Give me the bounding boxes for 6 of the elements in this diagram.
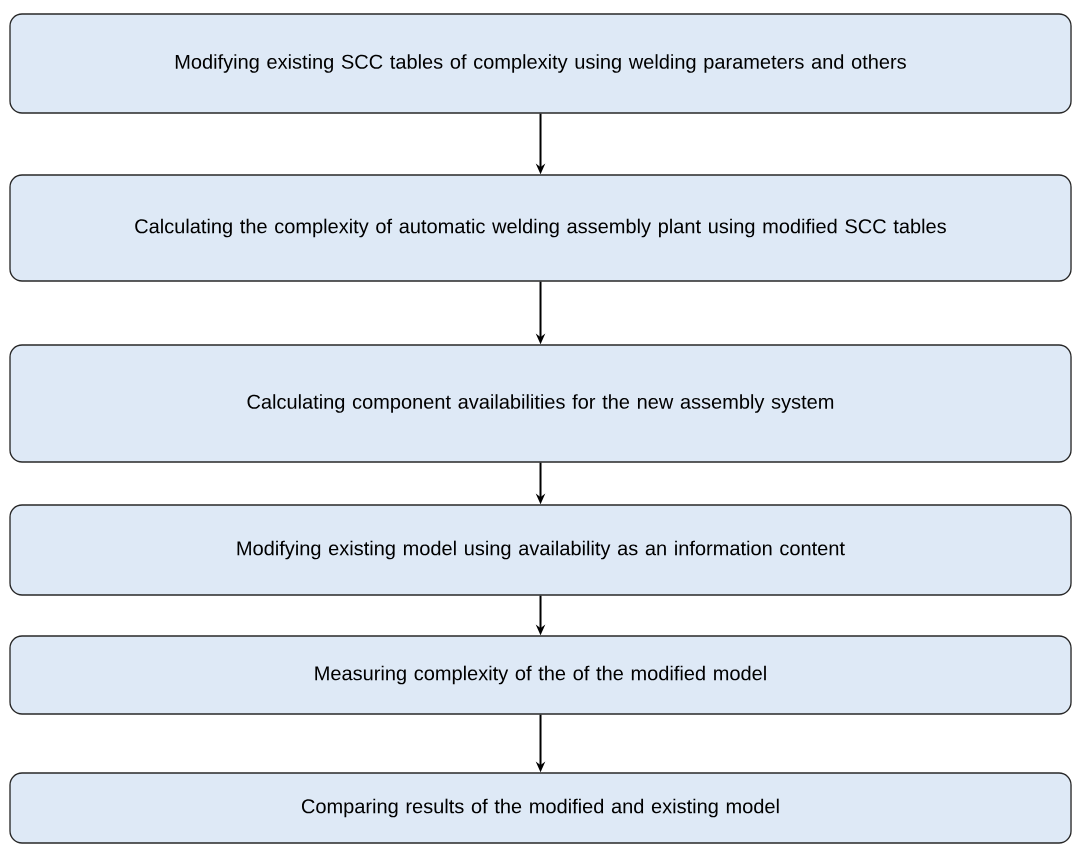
process-box: Modifying existing model using availability as an information content: [9, 504, 1072, 596]
process-box: Comparing results of the modified and existing model: [9, 772, 1072, 844]
process-box: Calculating component availabilities for the new assembly system: [9, 344, 1072, 463]
process-box: Measuring complexity of the of the modified model: [9, 635, 1072, 715]
process-box: Calculating the complexity of automatic welding assembly plant using modified SCC tables: [9, 174, 1072, 282]
process-box: Modifying existing SCC tables of complexity using welding parameters and others: [9, 13, 1072, 114]
